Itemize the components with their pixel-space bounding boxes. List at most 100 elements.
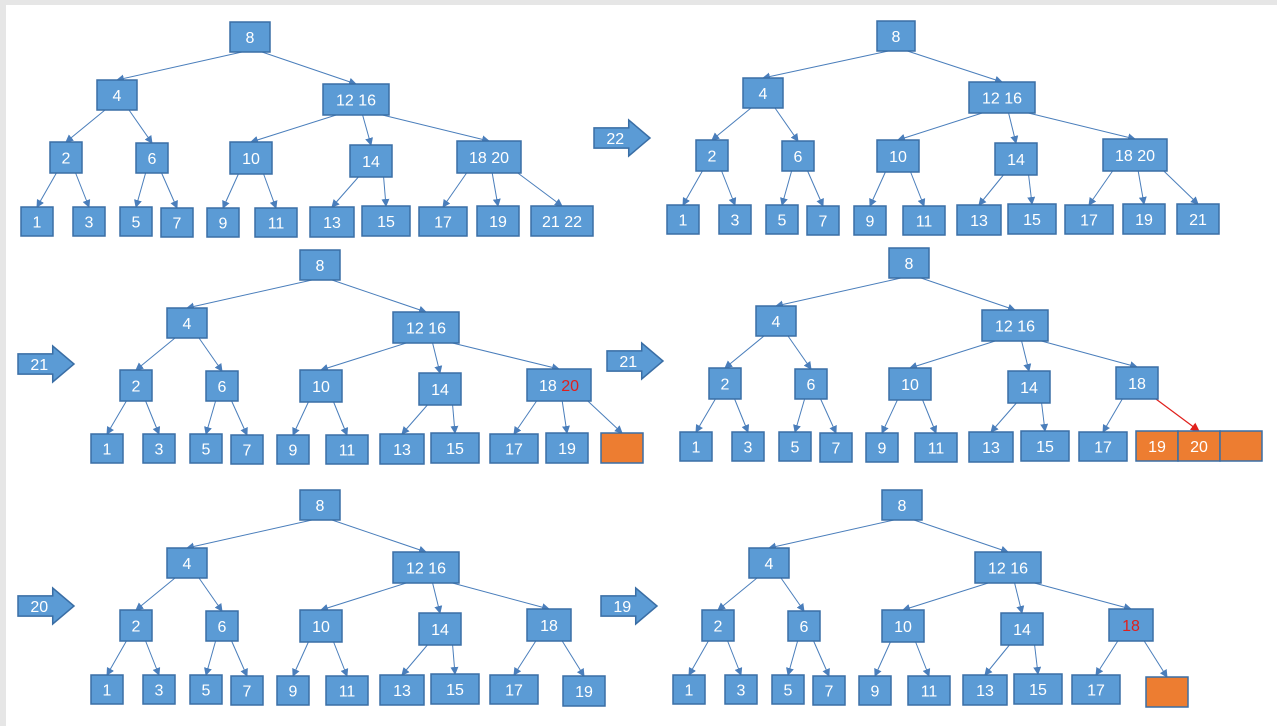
node-box	[778, 431, 812, 462]
node-label: 1	[103, 683, 112, 700]
node-box	[876, 139, 920, 173]
node-box	[379, 433, 425, 465]
tree-edge	[231, 400, 248, 436]
tree-edge	[401, 644, 428, 676]
tree-node-n1216: 12 16	[392, 311, 460, 344]
node-label: 10	[242, 151, 260, 168]
node-label: 19	[575, 684, 593, 701]
tree-edge	[75, 172, 91, 208]
node-box	[858, 675, 892, 706]
node-label: 15	[1023, 212, 1041, 229]
node-label: 2	[708, 149, 717, 166]
node-label: 17	[434, 215, 452, 232]
node-box	[865, 432, 899, 463]
node-box	[974, 551, 1042, 584]
tree-node-l1: 1	[90, 433, 124, 464]
tree-edge	[292, 401, 309, 436]
tree-edge	[874, 641, 891, 677]
tree-node-n10: 10	[876, 139, 920, 173]
tree-edge	[333, 401, 349, 436]
tree-node-n4: 4	[96, 79, 138, 111]
node-label: 2	[132, 379, 141, 396]
node-label: 11	[916, 214, 933, 231]
tree-edge	[450, 644, 459, 675]
node-label: 5	[791, 440, 800, 457]
node-box	[20, 206, 54, 237]
tree-edge	[793, 398, 806, 433]
tree-node-l21: 21	[1176, 203, 1220, 235]
tree-edge	[897, 112, 983, 142]
node-label: 19	[1135, 212, 1153, 229]
tree-node-l13: 13	[962, 674, 1008, 706]
node-label: 4	[113, 88, 122, 105]
tree-node-empty	[600, 432, 644, 464]
tree-edge	[1028, 112, 1136, 142]
tree-edge	[721, 170, 737, 206]
tree-node-l17: 17	[1078, 431, 1128, 462]
block-arrow-shape	[600, 586, 659, 626]
node-label: 6	[148, 151, 157, 168]
tree-edge	[881, 399, 898, 434]
node-label: 19	[489, 214, 507, 231]
node-label: 12 16	[336, 93, 376, 110]
node-label: 13	[976, 683, 994, 700]
tree-edge	[250, 114, 337, 144]
tree-node-l17: 17	[1071, 674, 1121, 705]
edges	[36, 51, 563, 209]
tree-edge	[775, 277, 902, 309]
tree-node-l19: 19	[476, 205, 520, 237]
step-arrow: 20	[17, 586, 76, 626]
edges	[688, 519, 1168, 678]
node-box	[1102, 138, 1168, 172]
tree-edge	[682, 170, 703, 206]
node-label: 19	[1148, 439, 1166, 456]
node-box	[1176, 203, 1220, 235]
tree-node-l15: 15	[1007, 203, 1057, 235]
node-label: 10	[312, 379, 330, 396]
tree-node-l17: 17	[1064, 204, 1114, 235]
node-label: 15	[377, 214, 395, 231]
node-label-red: 18	[1122, 618, 1140, 635]
block-arrow-shape	[17, 586, 76, 626]
node-box	[142, 433, 176, 464]
node-label: 15	[446, 441, 464, 458]
tree-edge	[813, 640, 830, 677]
tree-edge	[320, 582, 407, 612]
node-label: 1	[103, 442, 112, 459]
step-arrow-label: 22	[606, 131, 624, 148]
node-box	[876, 20, 916, 52]
tree-node-l9: 9	[853, 205, 887, 236]
node-label: 14	[431, 622, 449, 639]
step-arrow-label: 21	[30, 357, 48, 374]
tree-edge	[587, 400, 623, 434]
tree-edge	[711, 107, 752, 141]
tree-edge	[231, 640, 248, 677]
node-box	[476, 205, 520, 237]
node-box	[666, 204, 700, 235]
tree-node-l7: 7	[819, 432, 853, 463]
node-label: 10	[889, 149, 907, 166]
node-label: 13	[323, 215, 341, 232]
node-box	[962, 674, 1008, 706]
tree-node-l9: 9	[206, 207, 240, 238]
tree-edge	[990, 402, 1017, 433]
node-label: 8	[898, 498, 907, 515]
node-box	[708, 367, 742, 400]
node-label: 4	[765, 556, 774, 573]
node-box	[392, 311, 460, 344]
tree-edge	[134, 172, 147, 208]
node-label: 3	[155, 683, 164, 700]
tree-edge	[688, 640, 709, 676]
node-label: 12 16	[995, 319, 1035, 336]
tree-edge	[1008, 112, 1019, 144]
node-box	[530, 205, 594, 237]
node-label: 4	[759, 86, 768, 103]
step-arrow: 19	[600, 586, 659, 626]
node-box	[812, 675, 846, 706]
tree-node-empty	[1219, 430, 1263, 462]
tree-edge	[145, 640, 161, 676]
node-box	[1013, 673, 1063, 705]
tree-node-l9: 9	[865, 432, 899, 463]
